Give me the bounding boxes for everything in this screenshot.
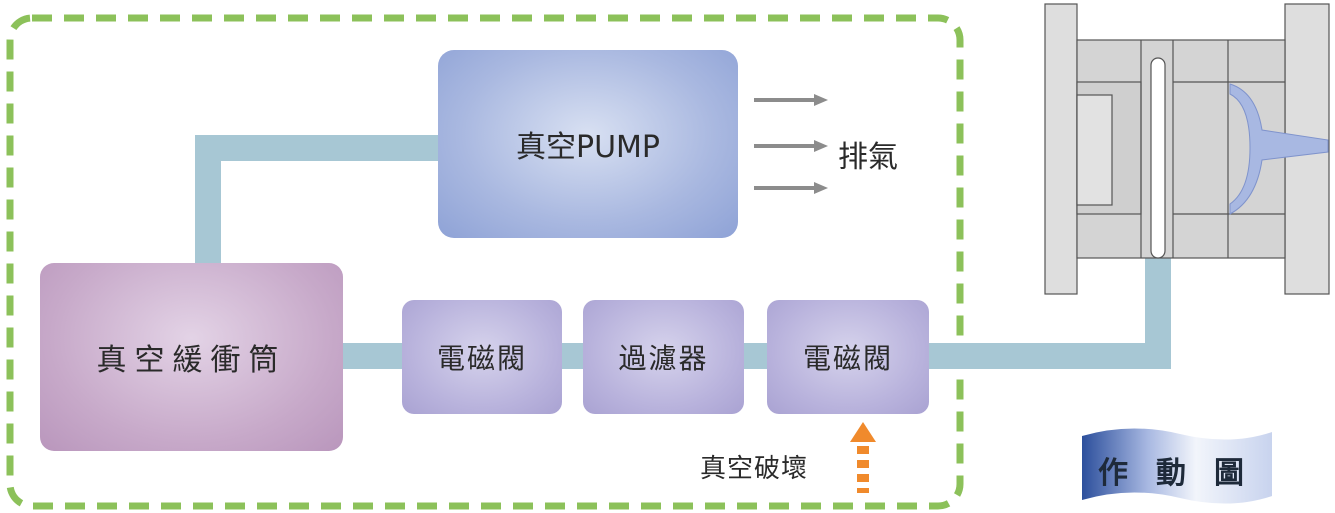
exhaust-label: 排氣: [838, 140, 898, 175]
system-boundary: [6, 14, 964, 510]
filter-label: 過濾器: [618, 342, 709, 375]
solenoid-valve-2-node: 電磁閥: [767, 300, 929, 414]
vacuum-pump-label: 真空PUMP: [515, 130, 661, 165]
mold-illustration: [1044, 3, 1330, 295]
pipe-buffer-to-pump: [195, 135, 440, 265]
vacuum-buffer-tank-node: 真空緩衝筒: [40, 263, 343, 451]
badge-banner: [1082, 428, 1272, 504]
vacuum-break-arrow: [850, 422, 876, 493]
vacuum-pump-node: 真空PUMP: [438, 50, 738, 238]
solenoid-valve-2-label: 電磁閥: [802, 342, 893, 375]
badge-title: 作動圖: [1098, 456, 1272, 491]
vacuum-break-label: 真空破壞: [700, 454, 809, 484]
solenoid-valve-1-node: 電磁閥: [402, 300, 562, 414]
exhaust-arrows: [754, 94, 828, 194]
vacuum-buffer-tank-label: 真空緩衝筒: [96, 343, 287, 378]
filter-node: 過濾器: [583, 300, 744, 414]
solenoid-valve-1-label: 電磁閥: [436, 342, 527, 375]
